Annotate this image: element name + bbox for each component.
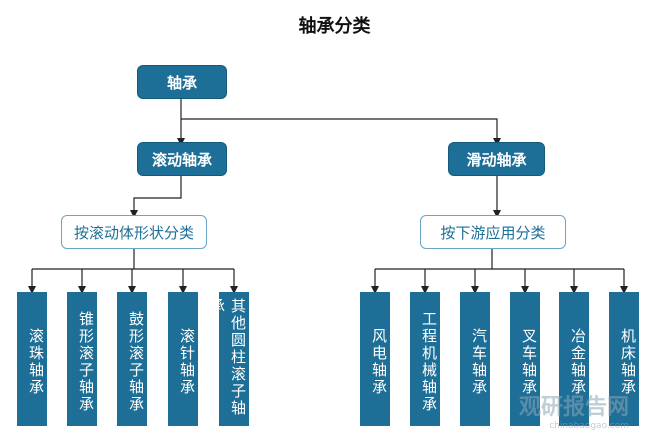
leaf-tapered-roller-bearing: 锥形滚子轴承 [67,292,97,426]
watermark: 观研报告网 chinabaogao.com [519,389,629,431]
connector-root-right [181,118,501,146]
diagram-title: 轴承分类 [298,16,371,37]
leaf-machine-tool-bearing: 机床轴承 [609,292,639,426]
leaf-other-cylindrical-roller-bearing: 其他圆柱滚子轴承 [208,292,249,426]
leaf-construction-machinery-bearing: 工程机械轴承 [410,292,440,426]
leaf-ball-bearing: 滚珠轴承 [17,292,47,426]
leaf-spherical-roller-bearing: 鼓形滚子轴承 [117,292,147,426]
leaf-wind-power-bearing: 风电轴承 [360,292,390,426]
leaf-needle-roller-bearing: 滚针轴承 [168,292,198,426]
leaf-automotive-bearing: 汽车轴承 [460,292,490,426]
root-node-bearing: 轴承 [137,65,227,99]
watermark-main: 观研报告网 [518,395,629,420]
leaf-metallurgy-bearing: 冶金轴承 [559,292,589,426]
leaf-forklift-bearing: 叉车轴承 [510,292,540,426]
category-by-rolling-element-shape: 按滚动体形状分类 [61,215,207,249]
category-by-downstream-application: 按下游应用分类 [420,215,566,249]
node-rolling-bearing: 滚动轴承 [137,142,227,176]
connector-left-category [130,175,182,218]
node-sliding-bearing: 滑动轴承 [448,142,545,176]
watermark-sub: chinabaogao.com [549,421,629,431]
